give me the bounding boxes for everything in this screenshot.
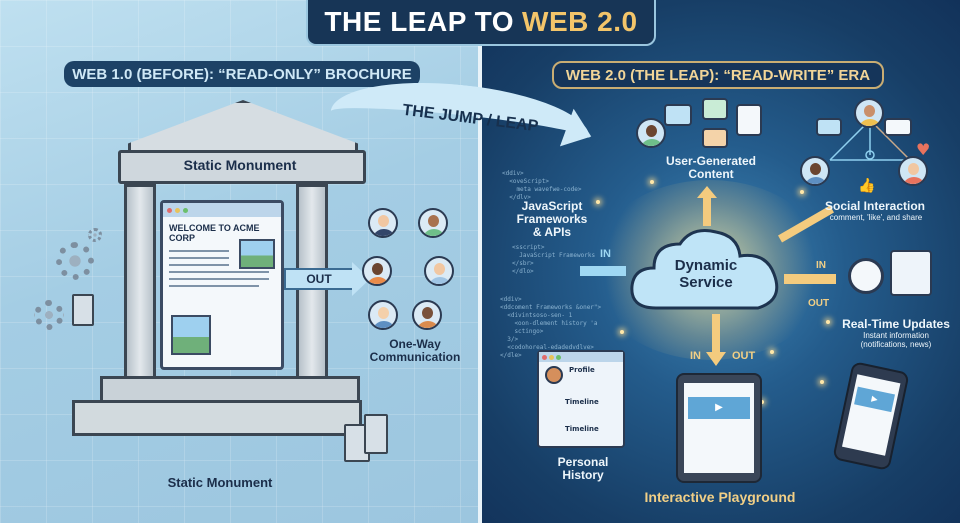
monument-column-left — [124, 184, 156, 384]
tablet-device: ▶ — [676, 373, 762, 483]
static-webpage: WELCOME TO ACME CORP — [160, 200, 284, 370]
web2-header: WEB 2.0 (THE LEAP): “READ-WRITE” ERA — [552, 61, 884, 89]
playground-out-label: OUT — [732, 350, 756, 362]
gear-icon — [56, 242, 94, 280]
label-line: Content — [688, 167, 734, 182]
web1-header: WEB 1.0 (BEFORE): “READ-ONLY” BROCHURE — [64, 61, 420, 87]
monument-frieze — [118, 150, 366, 184]
code-snippet: <ddiv> <oveScript> meta wavefwe-code> </… — [502, 170, 582, 201]
label-line: User-Generated — [665, 154, 757, 168]
heart-icon: ♥ — [916, 140, 931, 159]
comment-bubble-icon — [816, 118, 842, 136]
user-avatar — [898, 156, 928, 186]
social-interaction-subtitle: comment, 'like', and share — [829, 213, 923, 222]
code-snippet: <ddiv> <ddcoment Frameworks &oner"> <div… — [500, 296, 602, 359]
minimize-dot-icon — [175, 207, 180, 213]
label-line: Frameworks — [516, 212, 588, 227]
page-title: THE LEAP TO WEB 2.0 — [306, 0, 656, 46]
play-icon: ▶ — [688, 397, 750, 419]
interactive-playground-label: Interactive Playground — [644, 489, 796, 505]
document-edit-icon — [736, 104, 762, 136]
stopwatch-icon — [848, 258, 884, 294]
user-avatar — [412, 300, 442, 330]
timeline-label: Timeline — [565, 425, 599, 433]
user-avatar — [368, 300, 398, 330]
profile-card: Profile Timeline Timeline — [537, 350, 625, 448]
code-snippet: <sscript> JavaScript Frameworks </sbr> <… — [512, 244, 596, 275]
personal-history-label: Personal History — [548, 455, 618, 483]
arrow-icon — [784, 274, 836, 284]
user-avatar — [800, 156, 830, 186]
image-icon — [239, 239, 275, 269]
panel-divider — [478, 0, 482, 523]
close-dot-icon — [167, 207, 172, 213]
in-arrow-icon — [580, 266, 626, 276]
arrow-head-icon — [706, 352, 726, 366]
gear-icon — [34, 300, 64, 330]
user-avatar — [636, 118, 666, 148]
playground-in-label: IN — [690, 350, 701, 362]
label-line: Dynamic — [674, 257, 738, 274]
profile-avatar — [545, 366, 563, 384]
image-content-icon — [702, 128, 728, 148]
footer-static-monument-label: Static Monument — [167, 475, 273, 490]
title-prefix: THE LEAP TO — [324, 6, 515, 37]
one-way-communication-label: One-Way Communication — [360, 337, 470, 365]
realtime-updates-label: Real-Time Updates — [842, 317, 950, 331]
label-line: JavaScript — [521, 199, 583, 213]
arrow-up-icon — [703, 196, 711, 226]
social-interaction-label: Social Interaction — [824, 199, 926, 213]
out-arrow: OUT — [284, 262, 370, 296]
image-content-icon — [702, 98, 728, 120]
arrow-head-icon — [697, 186, 717, 198]
webpage-heading: WELCOME TO ACME CORP — [169, 223, 260, 243]
realtime-subtitle: Instant information (notifications, news… — [836, 331, 956, 350]
out-label: OUT — [306, 272, 332, 286]
monument-base-lower — [72, 400, 362, 436]
realtime-out-label: OUT — [808, 298, 830, 309]
user-avatar — [362, 256, 392, 286]
label-line: One-Way — [389, 337, 441, 351]
dynamic-service-label: Dynamic Service — [646, 257, 766, 291]
label-line: History — [562, 468, 604, 483]
user-avatar — [418, 208, 448, 238]
cloud-icon — [630, 229, 779, 310]
label-line: Communication — [369, 350, 461, 365]
timeline-label: Timeline — [565, 398, 599, 406]
chat-bubble-icon — [884, 118, 912, 136]
gear-icon — [88, 228, 102, 242]
label-line: & APIs — [532, 225, 572, 240]
in-label: IN — [600, 248, 611, 260]
profile-label: Profile — [569, 366, 595, 374]
play-icon: ▶ — [854, 386, 895, 413]
browser-titlebar — [163, 203, 281, 217]
label-line: (notifications, news) — [860, 339, 932, 349]
label-line: Personal — [557, 455, 609, 469]
user-avatar — [424, 256, 454, 286]
news-document-icon — [890, 250, 932, 296]
label-line: Instant information — [863, 331, 929, 340]
realtime-in-label: IN — [816, 260, 826, 271]
maximize-dot-icon — [183, 207, 188, 213]
server-icon — [364, 414, 388, 454]
video-content-icon — [664, 104, 692, 126]
arrow-down-icon — [712, 314, 720, 354]
server-icon — [72, 294, 94, 326]
title-highlight: WEB 2.0 — [522, 6, 638, 37]
label-line: Service — [679, 273, 733, 291]
user-avatar — [368, 208, 398, 238]
js-frameworks-label: JavaScript Frameworks & APIs — [512, 199, 592, 240]
user-avatar — [854, 98, 884, 128]
ugc-label: User-Generated Content — [656, 154, 766, 182]
monument-label: Static Monument — [183, 157, 297, 173]
image-icon — [171, 315, 211, 355]
thumbs-up-icon: 👍 — [858, 178, 876, 194]
